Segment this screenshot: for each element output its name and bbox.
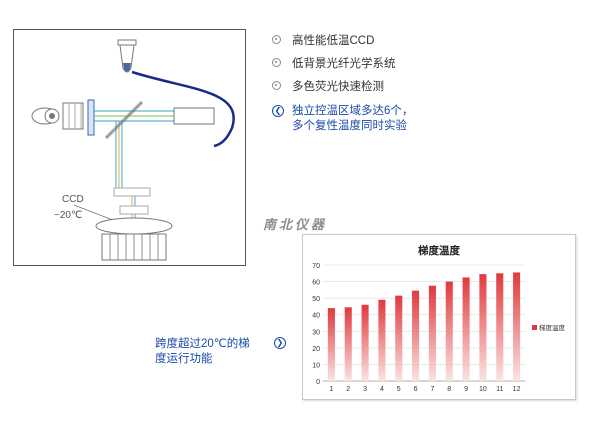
note-line: 跨度超过20℃的梯: [155, 338, 250, 350]
feature-item: 多色荧光快速检测: [272, 74, 396, 97]
ccd-label: CCD: [62, 194, 84, 205]
note-line: 独立控温区域多达6个，: [292, 105, 414, 117]
bar: [462, 277, 470, 381]
y-tick-label: 10: [312, 362, 320, 369]
ccd-temp-label: −20℃: [54, 210, 82, 221]
pcr-tube-icon: [117, 39, 137, 73]
feature-list: 高性能低温CCD 低背景光纤光学系统 多色荧光快速检测: [272, 28, 396, 97]
y-tick-label: 30: [312, 329, 320, 336]
chevron-left-icon[interactable]: ❮: [272, 105, 284, 117]
x-tick-label: 5: [397, 386, 401, 393]
x-tick-label: 8: [447, 386, 451, 393]
bar: [412, 290, 420, 381]
bar: [344, 307, 352, 381]
ccd-platform: [95, 217, 173, 261]
feature-item: 高性能低温CCD: [272, 28, 396, 51]
bar: [361, 304, 369, 381]
legend-label: 梯度温度: [539, 323, 566, 332]
bar: [496, 273, 504, 381]
bullet-icon: [272, 81, 281, 90]
eye-icon: [31, 107, 60, 125]
temperature-zone-note: ❮ 独立控温区域多达6个， 多个复性温度同时实验: [272, 104, 413, 134]
light-rays: [94, 110, 214, 222]
ccd-lens: [113, 187, 151, 197]
x-tick-label: 9: [464, 386, 468, 393]
y-tick-label: 20: [312, 346, 320, 353]
x-tick-label: 11: [496, 386, 503, 393]
bar: [428, 285, 436, 381]
x-tick-label: 6: [414, 386, 418, 393]
ccd-sensor: [119, 205, 149, 215]
fiber-cable: [131, 70, 235, 148]
fiber-connector: [173, 107, 215, 125]
y-tick-label: 40: [312, 313, 320, 320]
chart-title: 梯度温度: [418, 245, 460, 257]
x-tick-label: 10: [479, 386, 487, 393]
x-tick-label: 4: [380, 386, 384, 393]
x-tick-label: 1: [329, 386, 333, 393]
bar: [513, 272, 521, 381]
note-line: 度运行功能: [155, 353, 213, 365]
bullet-icon: [272, 58, 281, 67]
x-tick-label: 12: [513, 386, 521, 393]
bar: [479, 274, 487, 381]
feature-label: 低背景光纤光学系统: [292, 57, 396, 70]
y-tick-label: 60: [312, 280, 320, 287]
y-tick-label: 50: [312, 296, 320, 303]
filter-plate: [87, 99, 95, 136]
bar: [378, 299, 386, 381]
bullet-icon: [272, 35, 281, 44]
y-tick-label: 70: [312, 263, 320, 270]
brand-watermark: 南北仪器: [263, 218, 328, 233]
feature-label: 多色荧光快速检测: [292, 80, 384, 93]
lens-block: [62, 102, 84, 130]
bar: [445, 281, 453, 381]
bar: [327, 308, 335, 381]
x-tick-label: 3: [363, 386, 367, 393]
feature-item: 低背景光纤光学系统: [272, 51, 396, 74]
bar: [395, 295, 403, 381]
y-tick-label: 0: [316, 379, 320, 386]
note-line: 多个复性温度同时实验: [292, 120, 407, 132]
gradient-note: 跨度超过20℃的梯 度运行功能: [155, 337, 250, 367]
legend-swatch: [532, 325, 537, 330]
feature-label: 高性能低温CCD: [292, 34, 375, 47]
instrument-diagram: CCD −20℃: [13, 29, 246, 266]
x-tick-label: 2: [346, 386, 350, 393]
optical-path-diagram: CCD −20℃: [31, 39, 235, 261]
x-tick-label: 7: [430, 386, 434, 393]
chevron-right-icon[interactable]: ❯: [274, 337, 286, 349]
